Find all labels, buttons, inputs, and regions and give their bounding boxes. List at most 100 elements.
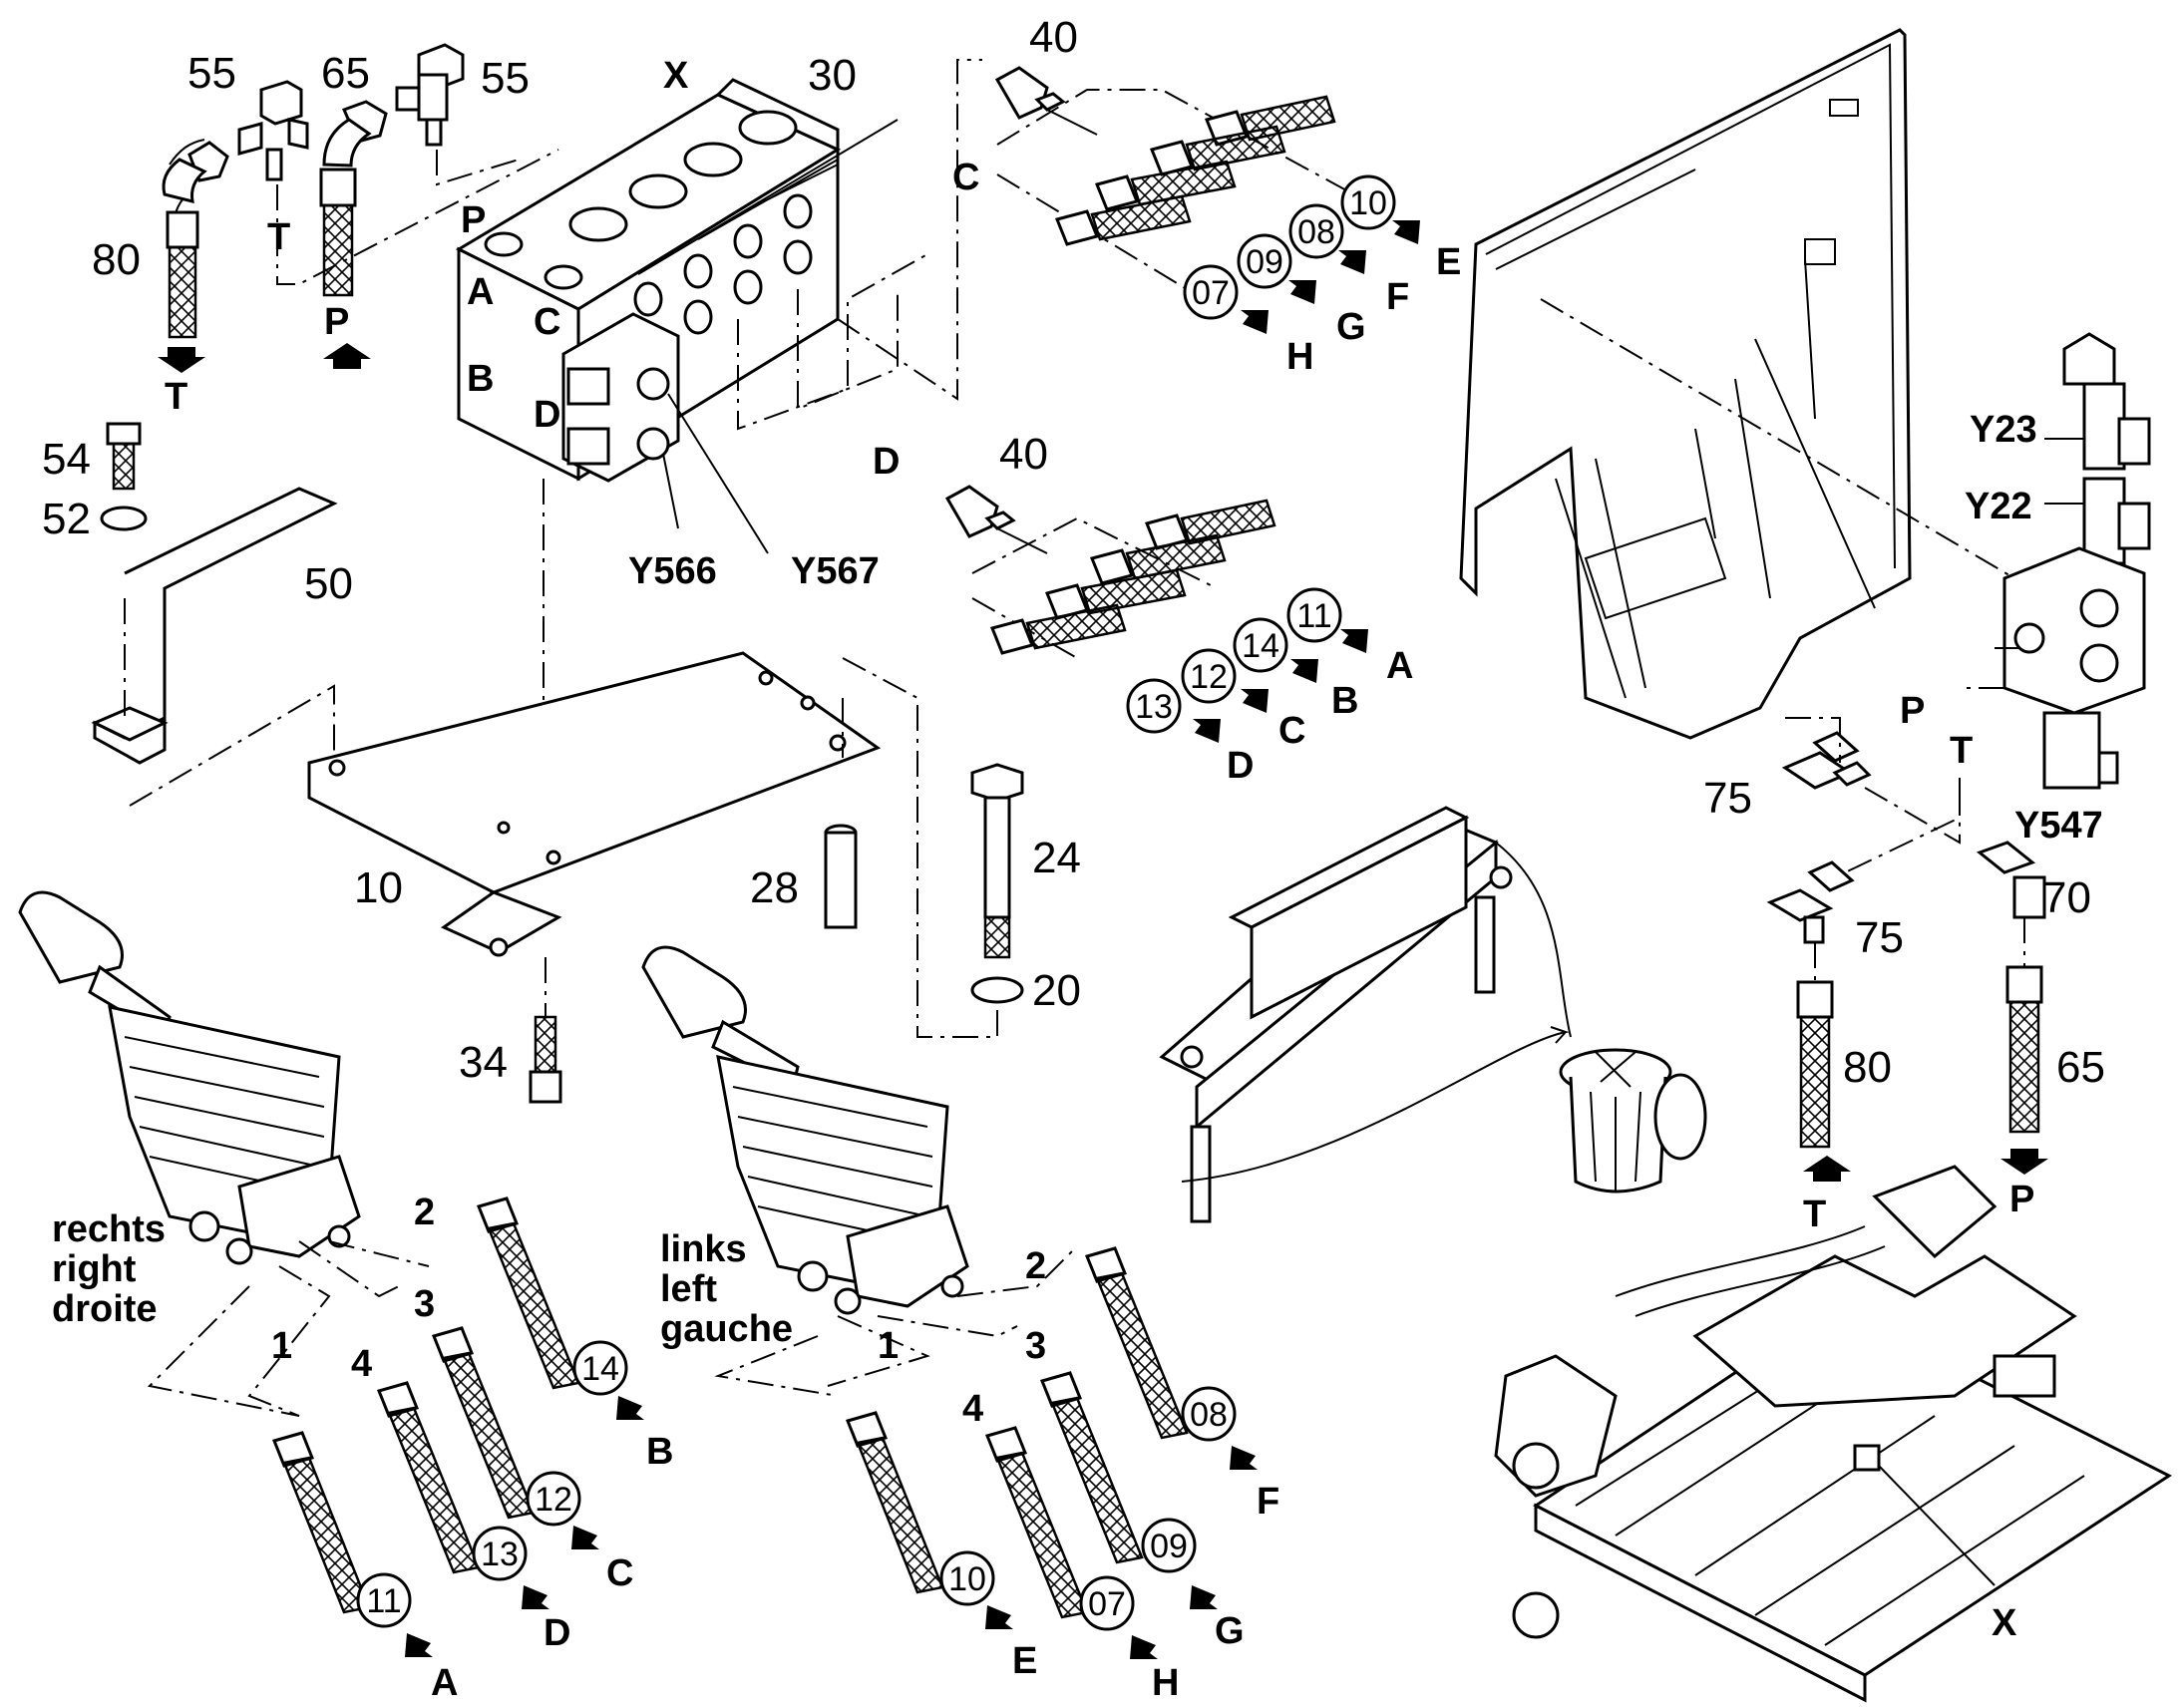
label-b-joystick: B — [646, 1431, 673, 1473]
label-x-top: X — [663, 55, 689, 97]
label-50: 50 — [304, 559, 353, 608]
label-f-joystick: F — [1257, 1481, 1279, 1523]
label-h-top: H — [1286, 336, 1313, 378]
label-block-c: C — [534, 301, 560, 343]
circled-12-mid: 12 — [1190, 658, 1228, 696]
bolt-54 — [106, 422, 142, 491]
label-65-top: 65 — [321, 49, 370, 98]
label-block-d: D — [534, 394, 560, 436]
circled-part-numbers: 10 08 09 07 11 14 12 13 14 12 13 11 08 0… — [356, 174, 1396, 1631]
label-52: 52 — [42, 495, 91, 543]
label-c-mid: C — [1278, 710, 1305, 752]
control-valve-block-30 — [455, 78, 899, 483]
solenoid-valve-assembly — [2002, 332, 2151, 790]
hose-65-right — [2005, 965, 2043, 1134]
label-c-joystick: C — [606, 1552, 633, 1594]
label-h-joystick: H — [1152, 1662, 1179, 1704]
machine-chassis — [1494, 1165, 2172, 1703]
label-g-joystick: G — [1215, 1610, 1245, 1652]
label-t-valve: T — [1950, 730, 1973, 772]
label-d-joystick: D — [544, 1612, 570, 1654]
circled-10-left-joystick: 10 — [948, 1560, 986, 1598]
tee-55-right — [395, 43, 465, 147]
hose-80-top-left — [162, 139, 229, 339]
label-54: 54 — [42, 435, 91, 484]
label-port-3-left: 3 — [1025, 1325, 1046, 1367]
label-t-lower: T — [165, 376, 187, 418]
label-28: 28 — [750, 863, 799, 912]
hose-set-top — [1054, 95, 1336, 246]
bracket-50 — [91, 487, 338, 765]
callout-labels: 80 55 65 55 X 30 T P T C D P A C B D 40 … — [42, 13, 2105, 1704]
circled-12-right-joystick: 12 — [535, 1481, 572, 1519]
label-y567: Y567 — [791, 550, 880, 592]
label-d-mid: D — [1227, 745, 1254, 787]
mounting-plate-10 — [307, 651, 882, 957]
label-p-upper: P — [324, 301, 349, 343]
joystick-right — [18, 890, 361, 1265]
label-a-mid: A — [1386, 645, 1413, 687]
washer-52 — [100, 506, 148, 531]
label-55-left: 55 — [187, 49, 236, 98]
elbow-70 — [1976, 841, 2046, 919]
label-rechts: rechts — [52, 1208, 166, 1250]
circled-09-top: 09 — [1246, 243, 1283, 281]
hose-80-right — [1796, 980, 1834, 1149]
joystick-left — [641, 945, 969, 1315]
circled-08-top: 08 — [1297, 213, 1335, 251]
label-p-valve: P — [1900, 690, 1925, 732]
label-port-4-right: 4 — [351, 1343, 372, 1385]
label-p-right: P — [2009, 1179, 2034, 1220]
spacer-28 — [824, 824, 858, 929]
label-75-lower: 75 — [1855, 913, 1904, 962]
label-b-mid: B — [1331, 680, 1358, 722]
hose-set-right-joystick — [271, 1196, 580, 1614]
bolt-34 — [529, 1015, 562, 1104]
label-g-top: G — [1336, 306, 1366, 348]
label-75-upper: 75 — [1703, 774, 1752, 823]
circled-13-right-joystick: 13 — [481, 1536, 519, 1573]
label-links: links — [660, 1228, 747, 1270]
bolt-24 — [970, 763, 1024, 959]
label-34: 34 — [459, 1038, 508, 1087]
label-port-3-right: 3 — [414, 1283, 435, 1325]
label-e-top: E — [1436, 241, 1461, 283]
circled-07-left-joystick: 07 — [1088, 1585, 1126, 1623]
circled-14-right-joystick: 14 — [581, 1350, 619, 1388]
label-t-upper: T — [267, 216, 290, 258]
label-y23: Y23 — [1970, 409, 2037, 451]
circled-07-top: 07 — [1192, 274, 1230, 312]
valve-block-location-x — [1853, 1444, 1881, 1472]
label-port-1-right: 1 — [271, 1325, 292, 1367]
hose-65-top — [319, 100, 388, 297]
circled-08-left-joystick: 08 — [1190, 1396, 1228, 1434]
circled-09-left-joystick: 09 — [1150, 1528, 1188, 1565]
circled-14-mid: 14 — [1242, 627, 1279, 665]
label-40-mid: 40 — [999, 430, 1048, 479]
cab-frame-panel — [1459, 28, 1912, 740]
label-80-top: 80 — [92, 235, 141, 284]
label-24: 24 — [1032, 834, 1081, 882]
flow-arrows — [158, 220, 2048, 1659]
tee-75-lower — [1766, 860, 1855, 944]
label-t-right: T — [1803, 1194, 1826, 1235]
hose-set-left-joystick — [845, 1246, 1189, 1619]
label-10: 10 — [354, 863, 403, 912]
label-20: 20 — [1032, 966, 1081, 1015]
label-block-a: A — [467, 271, 494, 313]
discard-arrow-curve — [1181, 1026, 1570, 1183]
label-x-bottom: X — [1992, 1602, 2017, 1644]
label-port-2-right: 2 — [414, 1192, 435, 1233]
label-d-line: D — [873, 441, 900, 483]
circled-10-top: 10 — [1349, 184, 1387, 222]
label-55-right: 55 — [481, 54, 530, 103]
hose-set-mid — [989, 499, 1276, 655]
label-y566: Y566 — [628, 550, 717, 592]
fitting-40-mid — [944, 485, 1048, 554]
label-y22: Y22 — [1965, 486, 2032, 527]
label-c-line: C — [952, 157, 979, 198]
trash-can-icon — [1559, 1048, 1707, 1194]
label-right: right — [52, 1248, 137, 1290]
label-block-b: B — [467, 358, 494, 400]
